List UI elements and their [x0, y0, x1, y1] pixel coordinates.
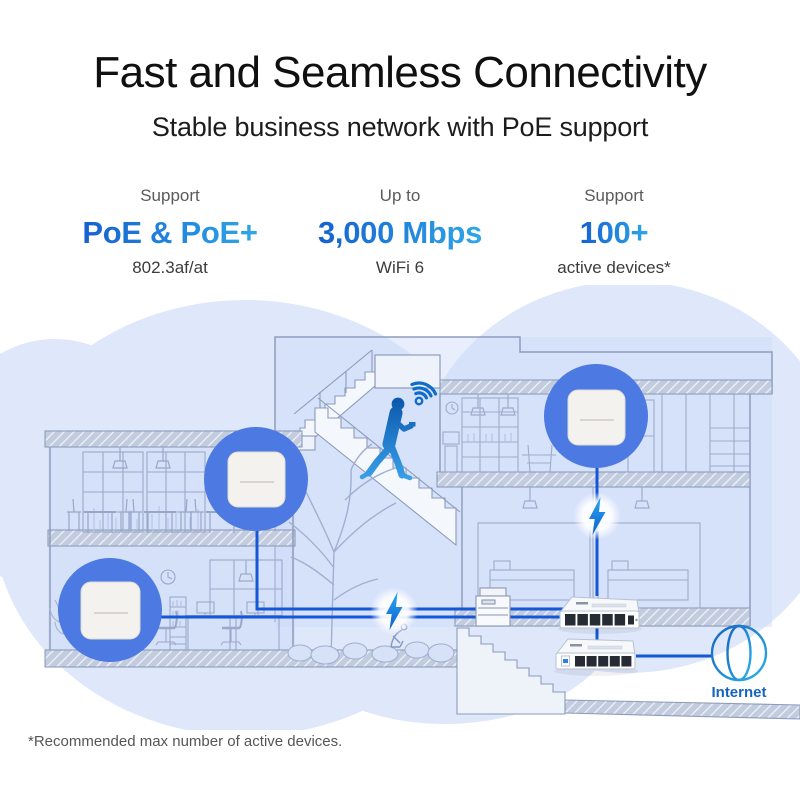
upper-floor-windows	[82, 451, 206, 533]
header: Fast and Seamless Connectivity Stable bu…	[0, 0, 800, 143]
wifi-icon	[410, 381, 438, 406]
stat-sub: WiFi 6	[375, 258, 425, 277]
stat-label: Support	[140, 186, 200, 205]
person-silhouette	[359, 397, 416, 481]
stat-label: Support	[584, 186, 644, 205]
internet-label: Internet	[711, 684, 766, 701]
poe-switch-device	[558, 596, 642, 634]
bushes	[287, 641, 455, 665]
access-point-2	[204, 427, 308, 531]
page-subtitle: Stable business network with PoE support	[151, 112, 649, 142]
garden	[285, 443, 455, 665]
stat-sub: active devices*	[557, 258, 671, 277]
internet-globe-icon	[710, 624, 768, 682]
stat-value: 100+	[579, 215, 649, 250]
network-illustration: Internet	[0, 285, 800, 730]
access-point-1	[544, 364, 648, 468]
poe-bolt-icon-left	[370, 587, 418, 635]
footnote: *Recommended max number of active device…	[28, 733, 343, 750]
page-title: Fast and Seamless Connectivity	[93, 48, 707, 97]
stat-speed: Up to 3,000 Mbps WiFi 6	[280, 186, 520, 278]
right-building	[274, 336, 773, 627]
stat-devices: Support 100+ active devices*	[494, 186, 734, 278]
printer	[475, 587, 511, 627]
router-device	[554, 638, 638, 676]
access-point-3	[58, 558, 162, 662]
stat-value: PoE & PoE+	[82, 215, 258, 250]
stat-poe: Support PoE & PoE+ 802.3af/at	[50, 186, 290, 278]
stat-sub: 802.3af/at	[132, 258, 208, 277]
poe-bolt-icon-right	[573, 492, 621, 540]
stat-label: Up to	[379, 186, 421, 205]
stat-value: 3,000 Mbps	[317, 215, 483, 250]
staircase	[292, 349, 461, 547]
kitchen-furniture	[442, 393, 750, 473]
